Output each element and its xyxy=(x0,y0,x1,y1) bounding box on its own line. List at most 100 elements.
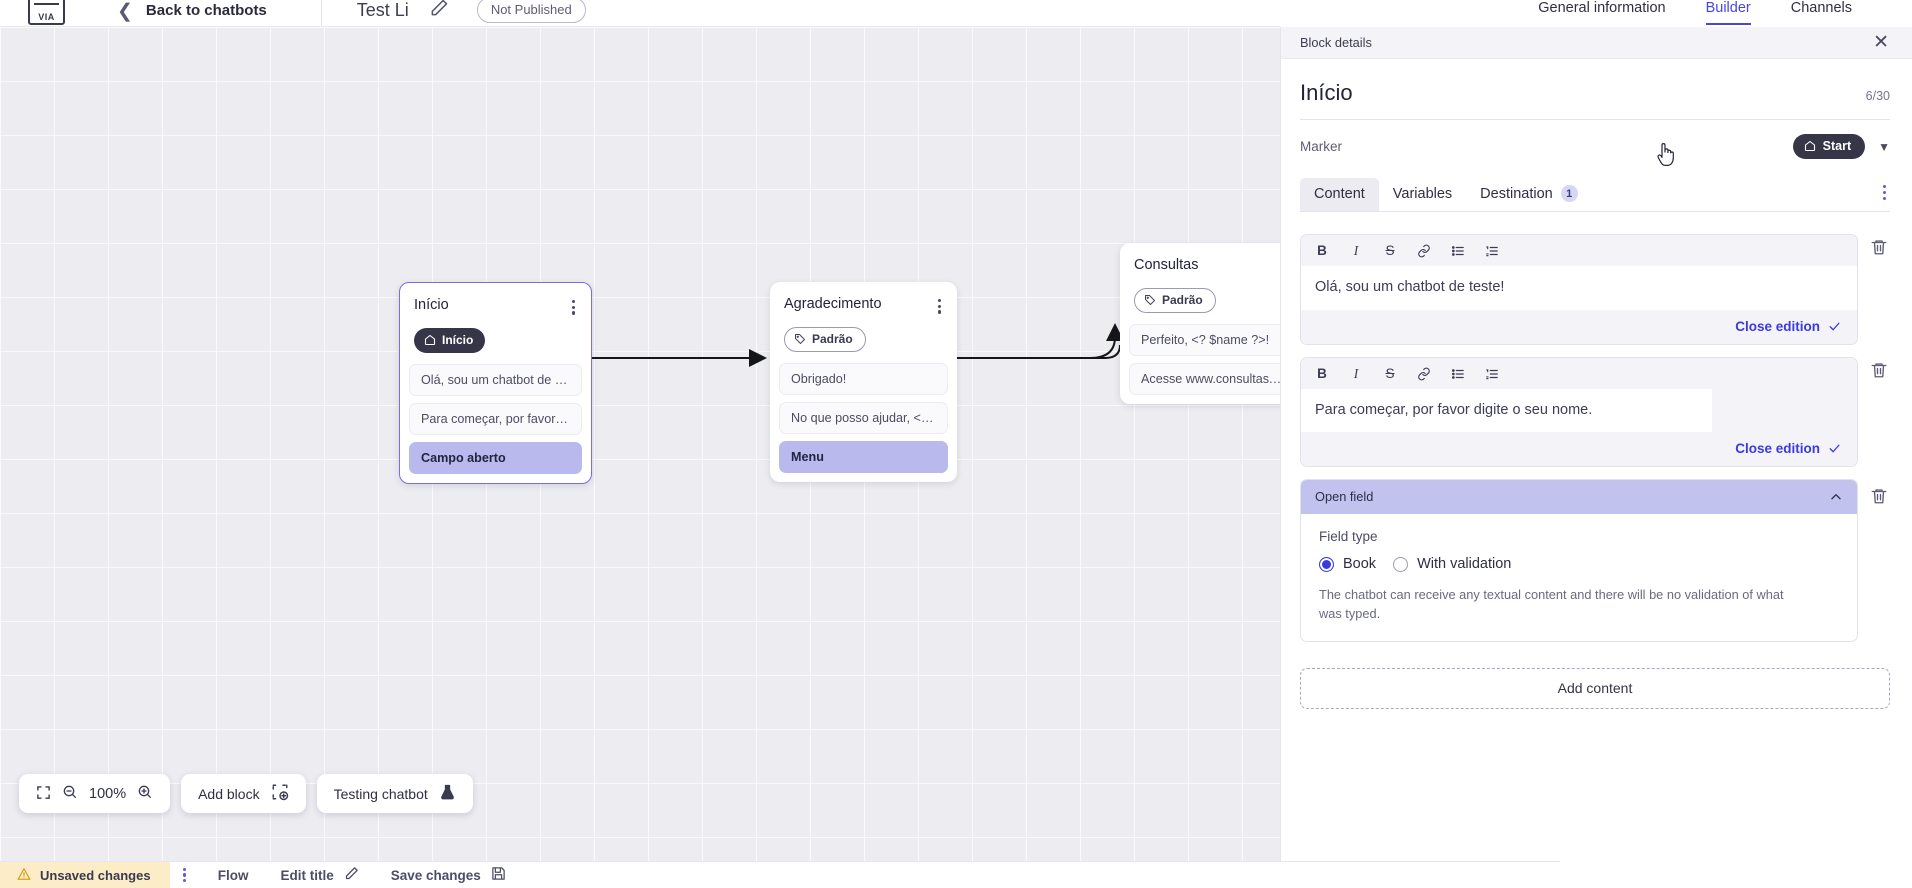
chevron-up-icon xyxy=(1831,493,1841,500)
flow-node-agradecimento[interactable]: Agradecimento Padrão Obrigado! No que po… xyxy=(770,282,957,482)
italic-icon[interactable]: I xyxy=(1353,243,1359,259)
save-icon xyxy=(491,866,506,884)
check-icon xyxy=(1829,444,1840,453)
flow-label: Flow xyxy=(217,867,249,883)
node-badge-label: Início xyxy=(442,332,474,347)
zoom-in-icon[interactable] xyxy=(137,784,153,803)
open-field-body: Field type Book With validation The xyxy=(1301,514,1857,640)
panel-header: Block details ✕ xyxy=(1281,27,1912,59)
back-to-chatbots-link[interactable]: Back to chatbots xyxy=(145,2,267,19)
close-edition-button[interactable]: Close edition xyxy=(1301,309,1857,344)
warning-triangle-icon xyxy=(17,867,31,884)
bold-icon[interactable]: B xyxy=(1317,243,1327,259)
bullet-list-icon[interactable] xyxy=(1450,366,1466,382)
open-field-header[interactable]: Open field xyxy=(1301,480,1857,515)
title-divider xyxy=(1300,119,1890,120)
close-icon[interactable]: ✕ xyxy=(1873,32,1889,53)
node-message[interactable]: No que posso ajudar, <? $name ... xyxy=(779,401,948,434)
char-counter: 6/30 xyxy=(1865,89,1890,103)
tab-builder[interactable]: Builder xyxy=(1705,0,1751,25)
chevron-left-icon[interactable]: ❮ xyxy=(117,0,133,22)
link-icon[interactable] xyxy=(1416,243,1432,259)
node-title: Agradecimento xyxy=(784,296,882,312)
check-icon xyxy=(1829,322,1840,330)
editor-text-value[interactable]: Para começar, por favor digite o seu nom… xyxy=(1301,388,1713,433)
node-message[interactable]: Olá, sou um chatbot de teste! xyxy=(409,363,582,396)
node-message[interactable]: Acesse www.consultas.com par... xyxy=(1129,362,1303,395)
add-content-button[interactable]: Add content xyxy=(1300,667,1890,709)
close-edition-button[interactable]: Close edition xyxy=(1301,432,1857,467)
more-vertical-icon[interactable] xyxy=(1882,184,1886,200)
flow-node-inicio[interactable]: Início Início Olá, sou um chatbot de tes… xyxy=(399,282,592,484)
zoom-out-icon[interactable] xyxy=(62,784,78,803)
home-icon xyxy=(424,334,436,345)
trash-icon[interactable] xyxy=(1870,357,1890,384)
node-messages: Obrigado! No que posso ajudar, <? $name … xyxy=(770,362,957,473)
radio-label: With validation xyxy=(1417,556,1512,573)
zoom-controls[interactable]: 100% xyxy=(19,774,171,813)
radio-option-with-validation[interactable]: With validation xyxy=(1393,556,1511,572)
edit-title-label: Edit title xyxy=(280,867,334,883)
edit-title-button[interactable]: Edit title xyxy=(280,866,358,884)
marker-row: Marker Start ▼ xyxy=(1300,134,1890,159)
bullet-list-icon[interactable] xyxy=(1450,243,1466,259)
node-badge-padrao: Padrão xyxy=(784,326,866,352)
marker-value: Start xyxy=(1822,139,1852,153)
open-field-card[interactable]: Open field Field type Book Wi xyxy=(1300,479,1858,642)
node-action-chip[interactable]: Campo aberto xyxy=(409,441,582,474)
testing-chatbot-button[interactable]: Testing chatbot xyxy=(316,774,473,813)
node-messages: Olá, sou um chatbot de teste! Para começ… xyxy=(400,363,591,474)
tab-variables[interactable]: Variables xyxy=(1379,178,1466,211)
node-action-chip[interactable]: Menu xyxy=(779,440,948,473)
block-title[interactable]: Início xyxy=(1300,80,1353,105)
numbered-list-icon[interactable] xyxy=(1484,243,1500,259)
block-details-panel: Block details ✕ Início 6/30 Marker Start… xyxy=(1280,27,1912,888)
trash-icon[interactable] xyxy=(1870,479,1890,510)
app-logo[interactable]: VIA xyxy=(28,0,65,25)
close-edition-label: Close edition xyxy=(1735,441,1820,457)
panel-body: Início 6/30 Marker Start ▼ Content xyxy=(1281,59,1912,212)
trash-icon[interactable] xyxy=(1870,234,1890,261)
bold-icon[interactable]: B xyxy=(1317,365,1327,381)
save-changes-button[interactable]: Save changes xyxy=(391,866,506,884)
node-badge-padrao: Padrão xyxy=(1134,287,1216,313)
tab-destination[interactable]: Destination 1 xyxy=(1466,177,1592,211)
editor-text-value[interactable]: Olá, sou um chatbot de teste! xyxy=(1301,266,1857,310)
tab-general-information[interactable]: General information xyxy=(1538,0,1666,16)
marker-start-badge[interactable]: Start xyxy=(1792,134,1866,159)
numbered-list-icon[interactable] xyxy=(1484,366,1500,382)
node-menu-icon[interactable] xyxy=(936,296,943,317)
strikethrough-icon[interactable]: S xyxy=(1385,243,1395,259)
node-message[interactable]: Obrigado! xyxy=(779,362,948,395)
panel-title: Block details xyxy=(1300,35,1372,50)
fit-screen-icon[interactable] xyxy=(36,785,51,803)
pencil-icon[interactable] xyxy=(429,0,449,23)
node-message[interactable]: Perfeito, <? $name ?>! xyxy=(1129,323,1303,356)
add-block-label: Add block xyxy=(198,785,260,802)
main-tabs: General information Builder Channels xyxy=(1280,0,1912,32)
more-vertical-icon[interactable] xyxy=(182,867,186,883)
radio-option-book[interactable]: Book xyxy=(1319,556,1376,572)
italic-icon[interactable]: I xyxy=(1353,365,1359,381)
radio-indicator[interactable] xyxy=(1393,556,1409,572)
content-tabs: Content Variables Destination 1 xyxy=(1300,177,1890,212)
tab-channels[interactable]: Channels xyxy=(1790,0,1852,16)
rich-text-editor[interactable]: B I S Olá, sou um chatbot de tes xyxy=(1300,234,1858,345)
link-icon[interactable] xyxy=(1416,366,1432,382)
marker-label: Marker xyxy=(1300,139,1343,154)
flow-button[interactable]: Flow xyxy=(218,868,249,883)
pencil-icon xyxy=(344,866,359,884)
rich-text-editor[interactable]: B I S Para começar, por favor di xyxy=(1300,356,1858,468)
node-message[interactable]: Para começar, por favor digite o ... xyxy=(409,402,582,435)
tab-content[interactable]: Content xyxy=(1300,177,1379,211)
tab-destination-label: Destination xyxy=(1480,185,1553,202)
chevron-down-icon[interactable]: ▼ xyxy=(1878,139,1890,154)
strikethrough-icon[interactable]: S xyxy=(1385,365,1395,381)
add-block-button[interactable]: Add block xyxy=(181,774,306,813)
zoom-level: 100% xyxy=(89,785,127,802)
node-header: Consultas Padrão xyxy=(1120,253,1312,313)
node-menu-icon[interactable] xyxy=(570,297,577,318)
radio-indicator[interactable] xyxy=(1319,556,1334,572)
field-type-radio-group: Book With validation xyxy=(1319,556,1839,572)
node-badge-label: Padrão xyxy=(812,331,853,346)
